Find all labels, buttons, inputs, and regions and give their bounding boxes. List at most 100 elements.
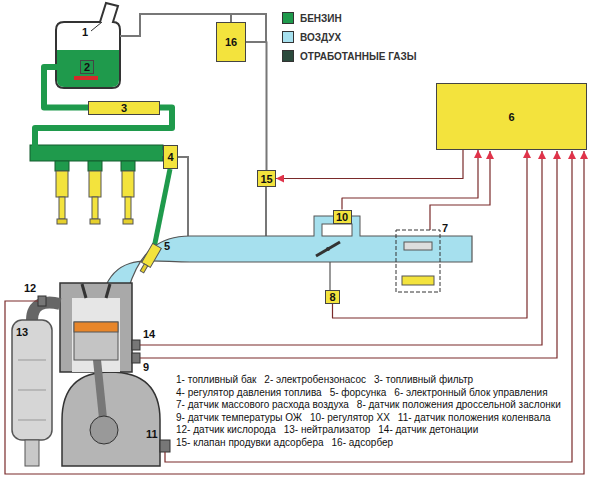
purge-line bbox=[265, 187, 267, 236]
injector-body bbox=[56, 171, 68, 197]
parts-list-entry: 7- датчик массового расхода воздуха bbox=[176, 399, 349, 411]
injector-body bbox=[122, 171, 134, 197]
adsorber-box: 16 bbox=[216, 22, 246, 62]
filter-box: 3 bbox=[88, 101, 160, 115]
crank-sensor bbox=[160, 440, 170, 452]
injector-nozzle bbox=[125, 197, 131, 219]
throttle-axis bbox=[326, 247, 330, 251]
parts-list-entry: 12- датчик кислорода bbox=[176, 424, 276, 436]
callout-number: 11 bbox=[146, 428, 158, 440]
part-number: 15 bbox=[260, 173, 272, 185]
injector-cap bbox=[55, 161, 69, 171]
coolant-sensor bbox=[132, 353, 140, 363]
parts-list-entry: 5- форсунка bbox=[330, 387, 387, 399]
converter-rib bbox=[18, 420, 46, 421]
legend-entry: ОТРАБОТАННЫЕ ГАЗЫ bbox=[282, 50, 417, 62]
sensor-box: 8 bbox=[325, 290, 340, 304]
maf-element bbox=[404, 242, 432, 250]
piston-crown bbox=[74, 322, 118, 332]
pump-strainer bbox=[74, 76, 98, 80]
parts-list-entry: 8- датчик положения дроссельной заслонки bbox=[357, 399, 561, 411]
parts-list-entry: 1- топливный бак bbox=[176, 374, 256, 386]
valve-box: 15 bbox=[257, 170, 276, 187]
pump-box: 2 bbox=[80, 60, 94, 74]
legend-swatch bbox=[282, 50, 294, 62]
maf-housing bbox=[396, 230, 440, 292]
parts-list-entry: 11- датчик положения коленвала bbox=[398, 412, 551, 424]
regulator-box: 4 bbox=[163, 145, 178, 169]
parts-list-entry: 3- топливный фильтр bbox=[374, 374, 473, 386]
vacuum-line bbox=[178, 157, 188, 236]
parts-list-entry: 4- регулятор давления топлива bbox=[176, 387, 322, 399]
parts-list-entry: 14- датчик детонации bbox=[378, 424, 478, 436]
idle-regulator-box: 10 bbox=[333, 210, 352, 224]
signal-wire bbox=[430, 151, 490, 230]
injector-tip bbox=[90, 219, 100, 224]
injector-body bbox=[89, 171, 101, 197]
signal-wire bbox=[165, 151, 572, 462]
tail-pipe bbox=[25, 440, 39, 466]
callout-number: 1 bbox=[82, 26, 88, 38]
piston bbox=[74, 322, 118, 360]
injector bbox=[88, 161, 102, 224]
injector bbox=[55, 161, 69, 224]
legend-text: БЕНЗИН bbox=[300, 13, 342, 24]
parts-list-entry: 2- электробензонасос bbox=[264, 374, 366, 386]
injector-nozzle bbox=[92, 197, 98, 219]
part-number: 3 bbox=[121, 102, 127, 114]
parts-list-entry: 15- клапан продувки адсорбера bbox=[176, 437, 324, 449]
signal-wire bbox=[140, 151, 542, 345]
knock-sensor bbox=[132, 340, 140, 350]
crankcase bbox=[62, 372, 160, 466]
parts-list-entry: 6- электронный блок управления bbox=[394, 387, 547, 399]
callout-number: 12 bbox=[24, 282, 36, 294]
throttle-stem bbox=[329, 262, 330, 290]
part-number: 2 bbox=[84, 61, 90, 73]
callout-number: 14 bbox=[143, 328, 155, 340]
part-number: 16 bbox=[225, 36, 237, 48]
parts-list-entry: 13- нейтрализатор bbox=[284, 424, 371, 436]
valve bbox=[106, 284, 110, 298]
injector-tip bbox=[57, 219, 67, 224]
injector bbox=[121, 161, 135, 224]
legend-entry: ВОЗДУХ bbox=[282, 31, 341, 43]
injector-cap bbox=[121, 161, 135, 171]
catalytic-converter bbox=[12, 320, 52, 440]
legend-text: ВОЗДУХ bbox=[300, 32, 341, 43]
part-number: 10 bbox=[336, 211, 348, 223]
converter-rib bbox=[18, 360, 46, 361]
legend-swatch bbox=[282, 12, 294, 24]
intake-manifold bbox=[104, 236, 472, 290]
legend-swatch bbox=[282, 31, 294, 43]
signal-wire bbox=[276, 150, 463, 179]
maf-electronics bbox=[402, 276, 434, 285]
callout-number: 9 bbox=[143, 361, 149, 373]
injector-5 bbox=[138, 243, 162, 274]
valve bbox=[82, 284, 86, 298]
callout-number: 5 bbox=[164, 240, 170, 252]
signal-wire bbox=[140, 151, 557, 358]
legend-entry: БЕНЗИН bbox=[282, 12, 342, 24]
throttle-plate bbox=[316, 242, 340, 256]
leader-line bbox=[91, 22, 102, 31]
oxygen-sensor bbox=[38, 296, 46, 306]
parts-list-entry: 9- датчик температуры ОЖ bbox=[176, 412, 302, 424]
parts-list-entry: 10- регулятор ХХ bbox=[310, 412, 390, 424]
signal-wire bbox=[342, 150, 478, 210]
vapour-line bbox=[230, 14, 232, 22]
ecu-box: 6 bbox=[436, 83, 587, 150]
part-number: 8 bbox=[329, 291, 335, 303]
signal-wire bbox=[5, 151, 584, 474]
injector-cap bbox=[88, 161, 102, 171]
injector-nozzle bbox=[59, 197, 65, 219]
part-number: 4 bbox=[167, 151, 173, 163]
injector-nozzle bbox=[140, 264, 147, 273]
part-number: 6 bbox=[508, 111, 514, 123]
injector-tip bbox=[123, 219, 133, 224]
callout-number: 13 bbox=[16, 326, 28, 338]
crankshaft bbox=[90, 416, 118, 444]
signal-wire bbox=[333, 150, 528, 318]
converter-rib bbox=[18, 390, 46, 391]
